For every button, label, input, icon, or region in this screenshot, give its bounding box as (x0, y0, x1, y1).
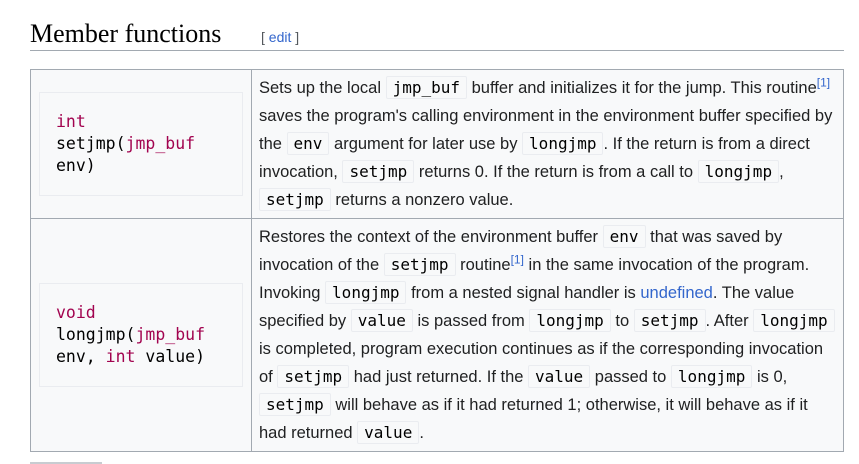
param-type: jmp_buf (135, 325, 206, 344)
inline-code: setjmp (383, 253, 456, 276)
description-cell: Restores the context of the environment … (251, 218, 844, 452)
return-type: int (56, 112, 86, 131)
text: . After (705, 312, 754, 330)
text: . If the return is from a direct invocat… (259, 135, 810, 181)
reference-link[interactable]: [1] (816, 75, 831, 90)
text: is passed from (412, 312, 530, 330)
text: to (610, 312, 634, 330)
inline-code: value (528, 365, 591, 388)
code-signature: void longjmp(jmp_buf env, int value) (39, 283, 243, 387)
text: that was saved by invocation of the (259, 228, 783, 274)
undefined-link[interactable]: undefined (640, 284, 713, 302)
table-row: int setjmp(jmp_buf env) Sets up the loca… (30, 69, 844, 219)
text: . The value specified by (259, 284, 795, 330)
inline-code: longjmp (753, 309, 835, 332)
text: buffer and initializes it for the jump. … (467, 79, 817, 97)
inline-code: value (350, 309, 413, 332)
inline-code: jmp_buf (385, 76, 468, 99)
inline-code: longjmp (529, 309, 611, 332)
inline-code: longjmp (697, 160, 780, 183)
member-functions-table: int setjmp(jmp_buf env) Sets up the loca… (30, 69, 844, 452)
text: passed to (590, 368, 671, 386)
inline-code: setjmp (259, 393, 331, 416)
inline-code: longjmp (670, 365, 753, 388)
text: Restores the context of the environment … (259, 228, 603, 246)
text: is 0, (752, 368, 788, 386)
text: from a nested signal handler is (406, 284, 641, 302)
section-heading: Member functions [ edit ] (30, 14, 844, 51)
function-name: longjmp( (56, 325, 136, 344)
inline-code: longjmp (325, 281, 407, 304)
table-row: void longjmp(jmp_buf env, int value) Res… (30, 218, 844, 452)
text: . (419, 424, 424, 442)
text: Sets up the local (259, 79, 386, 97)
reference: [1] (817, 76, 830, 90)
text: had just returned. If the (349, 368, 529, 386)
param-name: env, (56, 347, 106, 366)
signature-cell: void longjmp(jmp_buf env, int value) (30, 218, 252, 452)
code-signature: int setjmp(jmp_buf env) (39, 92, 243, 196)
param-type: jmp_buf (125, 134, 196, 153)
text: returns a nonzero value. (330, 191, 514, 209)
edit-link[interactable]: edit (268, 29, 292, 45)
text: will behave as if it had returned 1; oth… (259, 396, 808, 442)
text: routine (455, 256, 511, 274)
text: saves the program's calling environment … (259, 107, 833, 153)
inline-code: env (602, 225, 646, 248)
param2-name: value) (135, 347, 206, 366)
param2-type: int (105, 347, 136, 366)
inline-code: setjmp (342, 160, 415, 183)
text: argument for later use by (329, 135, 523, 153)
edit-bracket-open: [ (261, 29, 265, 45)
return-type: void (56, 303, 96, 322)
inline-code: setjmp (633, 309, 706, 332)
inline-code: setjmp (277, 365, 350, 388)
inline-code: env (286, 132, 330, 155)
inline-code: value (357, 421, 420, 444)
signature-cell: int setjmp(jmp_buf env) (30, 69, 252, 219)
inline-code: setjmp (259, 188, 331, 211)
text: is completed, program execution continue… (259, 340, 824, 386)
text: , (779, 163, 784, 181)
reference: [1] (511, 253, 524, 267)
text: returns 0. If the return is from a call … (414, 163, 698, 181)
function-name: setjmp( (56, 134, 126, 153)
param-name: env) (56, 156, 96, 175)
reference-link[interactable]: [1] (510, 252, 524, 267)
inline-code: longjmp (522, 132, 604, 155)
footer-divider (30, 462, 102, 464)
edit-bracket-close: ] (295, 29, 300, 45)
description-cell: Sets up the local jmp_buf buffer and ini… (251, 69, 844, 219)
section-title: Member functions (30, 19, 222, 48)
text: in the same invocation of the program. I… (259, 256, 810, 302)
edit-section: [ edit ] (261, 29, 299, 45)
